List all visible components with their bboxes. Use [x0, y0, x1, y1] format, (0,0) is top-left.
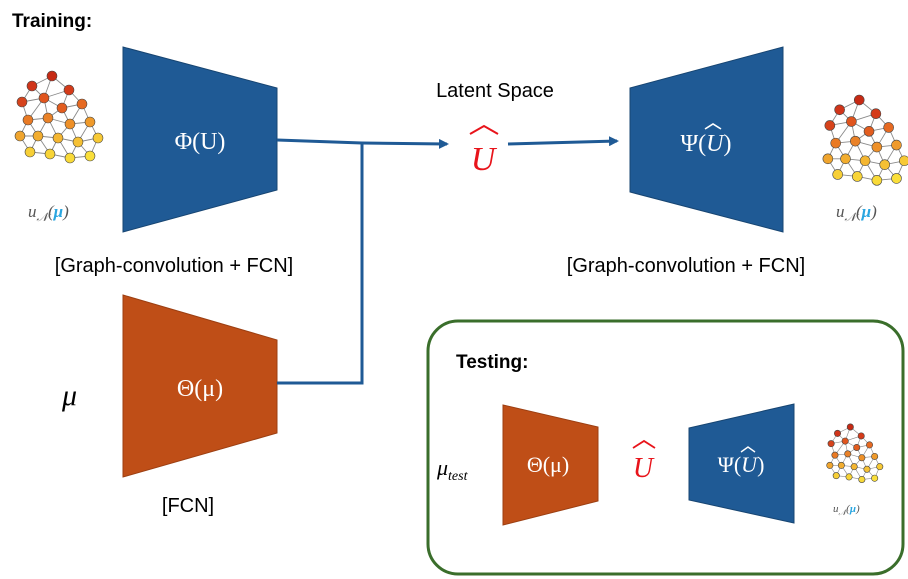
mesh-node	[52, 132, 64, 144]
mesh-node	[46, 70, 58, 82]
theta-output-connector	[277, 143, 364, 385]
mesh-node	[866, 441, 874, 449]
mesh-node	[870, 108, 882, 120]
mesh-node	[857, 432, 865, 440]
latent-hat	[469, 124, 499, 135]
mesh-node	[834, 104, 845, 116]
mesh-node	[853, 443, 861, 451]
svg-text:Ψ(U): Ψ(U)	[718, 452, 765, 477]
test-theta-block	[502, 404, 599, 526]
output-mesh-label: u𝒩(μ)	[836, 202, 877, 224]
mesh-node	[840, 153, 851, 165]
mesh-node	[42, 112, 54, 124]
psi-decoder-label: Ψ(U)	[680, 123, 732, 157]
latent-symbol: U	[469, 124, 499, 178]
mesh-node	[24, 146, 36, 158]
mesh-node	[832, 169, 843, 180]
mesh-node	[44, 148, 56, 160]
svg-text:U: U	[633, 453, 655, 484]
testing-heading: Testing:	[456, 352, 528, 373]
input-mesh-label: u𝒩(μ)	[28, 202, 69, 224]
theta-encoder-label: Θ(μ)	[177, 376, 223, 402]
mesh-node	[851, 171, 863, 182]
test-latent-symbol: U	[632, 439, 656, 484]
svg-text:Ψ(U): Ψ(U)	[680, 131, 731, 157]
testing-panel-frame	[426, 319, 905, 576]
phi-encoder-label: Φ(U)	[175, 129, 226, 155]
mesh-node	[63, 84, 75, 96]
mesh-node	[56, 102, 68, 114]
mesh-node	[26, 80, 38, 92]
mesh-node	[846, 116, 857, 127]
mesh-node	[899, 155, 908, 167]
mu-test-label: μtest	[436, 455, 469, 484]
mesh-node	[858, 475, 866, 483]
mesh-node	[837, 461, 845, 469]
mesh-node	[891, 173, 902, 184]
phi-caption: [Graph-convolution + FCN]	[55, 255, 293, 277]
phi-output-connector	[276, 138, 363, 145]
mesh-node	[824, 120, 836, 131]
mesh-node	[822, 153, 834, 165]
test-psi-block	[688, 403, 795, 524]
test-psi-label: Ψ(U)	[718, 446, 765, 477]
theta-encoder-block	[122, 294, 278, 478]
mesh-node	[72, 136, 84, 148]
mesh-node	[826, 461, 834, 469]
psi-caption: [Graph-convolution + FCN]	[567, 255, 805, 277]
output-mesh-graph	[822, 94, 908, 186]
mesh-node	[858, 454, 866, 462]
mesh-node	[64, 152, 76, 164]
test-output-mesh-graph	[826, 423, 884, 483]
encoder-to-latent-arrow	[361, 138, 449, 149]
mesh-node	[845, 473, 853, 481]
mesh-node	[871, 141, 883, 153]
mesh-node	[64, 118, 76, 130]
mesh-node	[883, 122, 894, 133]
mesh-node	[846, 423, 854, 431]
mesh-node	[871, 452, 879, 460]
mesh-node	[76, 98, 88, 110]
mu-input-label: μ	[61, 379, 77, 412]
latent-space-title: Latent Space	[436, 80, 554, 102]
mesh-node	[844, 450, 852, 458]
svg-text:U: U	[471, 141, 498, 178]
mesh-node	[863, 465, 871, 473]
theta-caption: [FCN]	[162, 495, 214, 517]
mesh-node	[32, 130, 44, 142]
mesh-node	[863, 126, 875, 137]
mesh-node	[859, 155, 871, 167]
latent-to-decoder-arrow	[507, 136, 619, 147]
mesh-node	[871, 175, 883, 186]
mesh-node	[850, 463, 858, 471]
mesh-node	[876, 463, 884, 471]
psi-decoder-block	[629, 46, 784, 233]
mesh-node	[14, 130, 26, 142]
mesh-node	[92, 132, 104, 144]
test-output-mesh-label: u𝒩(μ)	[833, 503, 860, 517]
mesh-node	[831, 451, 839, 459]
input-mesh-graph	[14, 70, 104, 164]
mesh-node	[832, 472, 840, 480]
mesh-node	[38, 92, 50, 104]
mesh-node	[841, 437, 849, 445]
mesh-node	[22, 114, 34, 126]
mesh-node	[84, 116, 96, 128]
mesh-node	[830, 137, 842, 149]
mesh-node	[879, 159, 891, 170]
mesh-node	[16, 96, 28, 108]
mesh-node	[834, 429, 842, 437]
training-heading: Training:	[12, 11, 92, 32]
mesh-node	[84, 150, 96, 162]
test-theta-label: Θ(μ)	[527, 452, 569, 477]
mesh-node	[827, 440, 835, 448]
mesh-node	[850, 135, 861, 147]
phi-encoder-block	[122, 46, 278, 233]
mesh-node	[891, 139, 902, 151]
mesh-node	[871, 474, 879, 482]
mesh-node	[853, 94, 865, 106]
